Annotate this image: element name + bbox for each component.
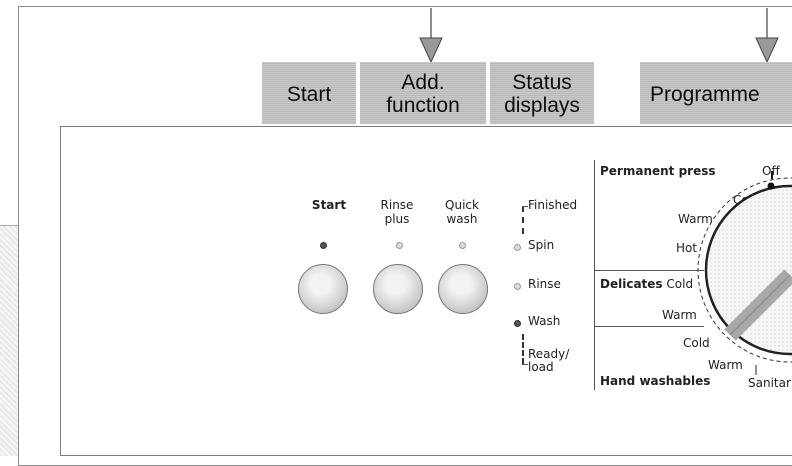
tab-programme-label: Programme bbox=[650, 82, 760, 106]
arrow-head-add-function bbox=[419, 37, 443, 64]
programme-delicates-cold: Cold bbox=[666, 277, 694, 291]
programme-hand-washables: Hand washables bbox=[600, 374, 711, 388]
quick-wash-label: Quick wash bbox=[445, 198, 479, 226]
status-bracket-bottom bbox=[522, 364, 528, 365]
status-spin: Spin bbox=[528, 238, 555, 252]
start-knob[interactable] bbox=[298, 264, 348, 314]
programme-pp-warm: Warm bbox=[678, 212, 713, 226]
dial-body bbox=[704, 184, 792, 356]
tab-status-displays: Status displays bbox=[490, 62, 594, 124]
programme-hand-warm: Warm bbox=[708, 358, 743, 372]
tab-start-label: Start bbox=[286, 82, 332, 106]
start-button-label: Start bbox=[311, 198, 347, 212]
programme-off: Off bbox=[762, 164, 780, 178]
programme-divider-1 bbox=[594, 270, 704, 271]
tab-start: Start bbox=[262, 62, 356, 124]
programme-divider-2 bbox=[594, 326, 704, 327]
start-indicator-led bbox=[320, 242, 327, 249]
dial-scale-ring bbox=[697, 177, 792, 363]
programme-delicates-warm: Warm bbox=[662, 308, 697, 322]
programme-hand-cold: Cold bbox=[683, 336, 710, 350]
status-ready-load: Ready/ load bbox=[528, 347, 570, 374]
control-panel bbox=[60, 126, 792, 456]
programme-dial[interactable] bbox=[690, 165, 792, 385]
programme-permanent-press: Permanent press bbox=[600, 164, 716, 178]
tab-add-function-label: Add. function bbox=[386, 71, 460, 117]
tab-add-function: Add. function bbox=[360, 62, 486, 124]
status-wash: Wash bbox=[528, 314, 561, 328]
dial-off-dot bbox=[767, 182, 775, 190]
quick-wash-knob[interactable] bbox=[438, 264, 488, 314]
status-dashed-line-top bbox=[522, 206, 524, 234]
status-finished: Finished bbox=[528, 198, 578, 212]
programme-sanitary: Sanitar bbox=[748, 376, 791, 390]
programme-delicates: Delicates bbox=[600, 277, 663, 291]
wash-led bbox=[514, 320, 521, 327]
left-hatched-strip bbox=[0, 225, 18, 456]
status-dashed-line-bottom bbox=[522, 334, 524, 364]
status-rinse: Rinse bbox=[528, 277, 561, 291]
rinse-plus-label: Rinse plus bbox=[380, 198, 414, 226]
tab-programme: Programme bbox=[640, 62, 792, 124]
arrow-head-programme bbox=[755, 37, 779, 64]
rinse-plus-indicator-led bbox=[396, 242, 403, 249]
rinse-plus-knob[interactable] bbox=[373, 264, 423, 314]
tab-status-displays-label: Status displays bbox=[504, 71, 580, 117]
rinse-led bbox=[514, 283, 521, 290]
spin-led bbox=[514, 244, 521, 251]
status-bracket-top bbox=[522, 206, 528, 207]
programme-divider-vertical bbox=[594, 160, 595, 390]
programme-pp-hot: Hot bbox=[676, 241, 698, 255]
quick-wash-indicator-led bbox=[459, 242, 466, 249]
dial-pointer-edge bbox=[729, 274, 791, 336]
